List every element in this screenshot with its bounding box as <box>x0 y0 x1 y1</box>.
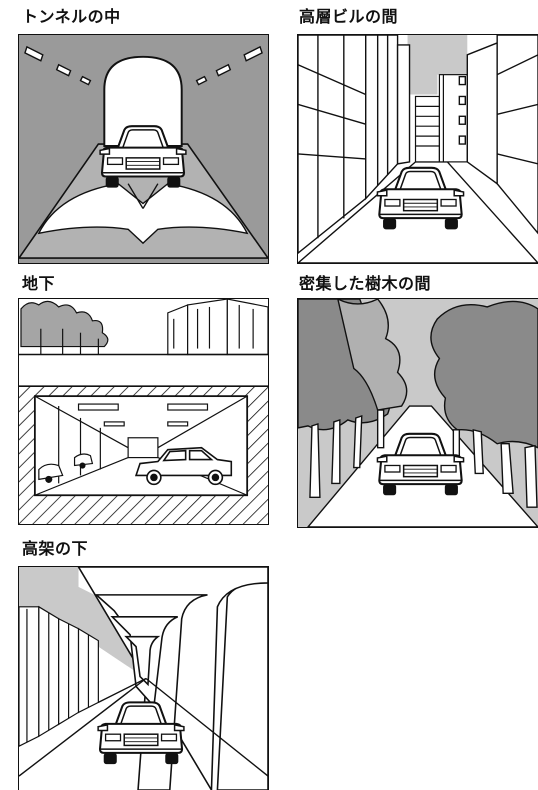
caption-tunnel: トンネルの中 <box>22 7 121 26</box>
tunnel-illustration <box>19 35 268 263</box>
panel-tunnel <box>18 34 269 264</box>
caption-buildings: 高層ビルの間 <box>299 7 399 26</box>
overpass-illustration <box>19 567 268 790</box>
caption-forest: 密集した樹木の間 <box>299 274 432 293</box>
forest-illustration <box>298 299 538 527</box>
buildings-illustration <box>298 35 538 263</box>
caption-underground: 地下 <box>22 274 56 293</box>
panel-forest <box>297 298 538 528</box>
panel-buildings <box>297 34 538 264</box>
panel-underground <box>18 298 269 525</box>
car-icon <box>134 446 233 486</box>
panel-overpass <box>18 566 269 790</box>
underground-illustration <box>19 299 268 524</box>
caption-overpass: 高架の下 <box>22 539 89 558</box>
